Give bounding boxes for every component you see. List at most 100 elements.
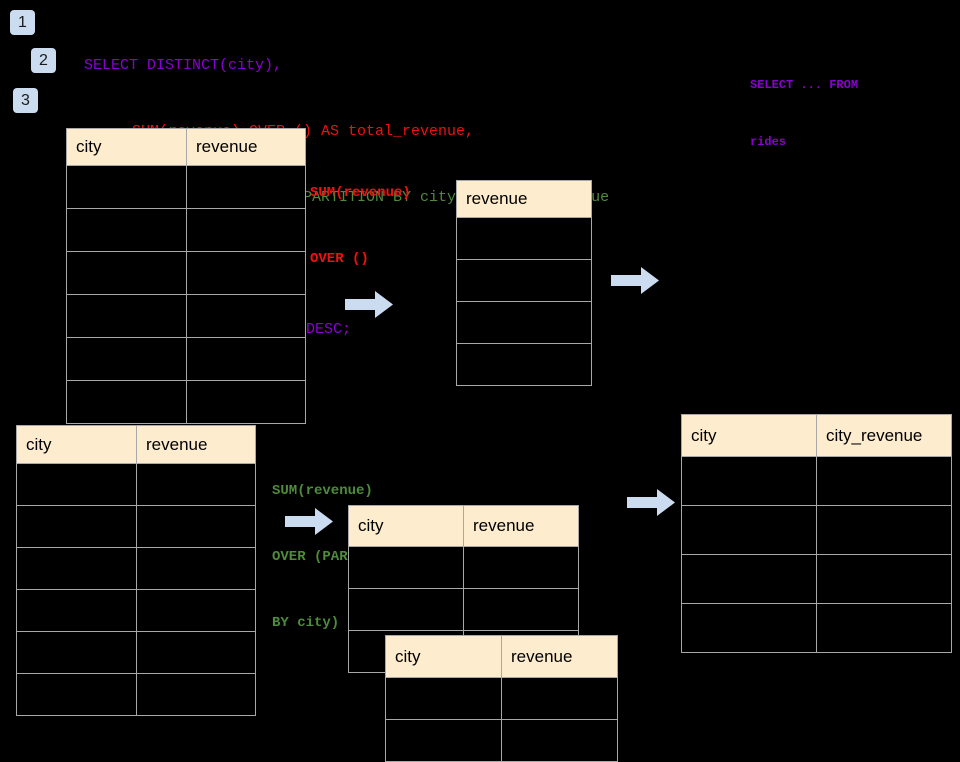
arrow-right-icon-bottom-left bbox=[285, 508, 333, 535]
cell-revenue bbox=[456, 259, 592, 302]
step-badge-2-label: 2 bbox=[39, 51, 48, 69]
table-row bbox=[16, 589, 256, 632]
annotation-sum-over-partition-line3: BY city) bbox=[272, 615, 340, 631]
diagram-canvas: 1 2 3 SELECT DISTINCT(city), SUM(revenue… bbox=[10, 10, 952, 762]
cell-revenue bbox=[136, 673, 256, 716]
sql-line-select: SELECT DISTINCT(city), bbox=[84, 57, 283, 74]
cell-city bbox=[16, 673, 137, 716]
table-header-row: city city_revenue bbox=[681, 414, 952, 457]
cell-city-revenue bbox=[816, 603, 952, 653]
cell-city bbox=[681, 603, 817, 653]
table-row bbox=[385, 719, 618, 762]
table-partition-group-b: city revenue bbox=[385, 635, 618, 762]
table-rides-source-top: city revenue bbox=[66, 128, 306, 424]
cell-revenue bbox=[186, 208, 306, 252]
column-header-revenue: revenue bbox=[186, 128, 306, 166]
table-row bbox=[456, 259, 592, 302]
cell-revenue bbox=[456, 217, 592, 260]
annotation-sum-over-partition-line1: SUM(revenue) bbox=[272, 483, 373, 499]
table-row bbox=[66, 208, 306, 252]
table-total-revenue: revenue bbox=[456, 180, 592, 386]
table-row bbox=[66, 294, 306, 338]
cell-city bbox=[66, 294, 187, 338]
select-from-rides-note-line2: rides bbox=[750, 135, 787, 149]
cell-city bbox=[16, 463, 137, 506]
table-row bbox=[348, 588, 579, 631]
cell-city bbox=[16, 547, 137, 590]
arrow-right-icon-top-right bbox=[611, 267, 659, 294]
cell-revenue bbox=[136, 589, 256, 632]
arrow-right-icon-bottom-right bbox=[627, 489, 675, 516]
cell-revenue bbox=[186, 251, 306, 295]
table-row bbox=[16, 505, 256, 548]
table-row bbox=[66, 251, 306, 295]
cell-city bbox=[16, 631, 137, 674]
cell-revenue bbox=[463, 588, 579, 631]
column-header-city: city bbox=[385, 635, 502, 678]
cell-city-revenue bbox=[816, 456, 952, 506]
cell-revenue bbox=[456, 301, 592, 344]
select-from-rides-note: SELECT ... FROM rides bbox=[750, 38, 858, 190]
cell-city-revenue bbox=[816, 505, 952, 555]
column-header-city-revenue: city_revenue bbox=[816, 414, 952, 457]
table-header-row: city revenue bbox=[348, 505, 579, 547]
cell-city bbox=[16, 505, 137, 548]
column-header-city: city bbox=[681, 414, 817, 457]
cell-city-revenue bbox=[816, 554, 952, 604]
table-row bbox=[681, 603, 952, 653]
cell-city bbox=[16, 589, 137, 632]
step-badge-1-label: 1 bbox=[18, 13, 27, 31]
annotation-sum-over-empty: SUM(revenue) OVER () bbox=[310, 138, 411, 314]
table-header-row: city revenue bbox=[385, 635, 618, 678]
step-badge-2: 2 bbox=[31, 48, 56, 73]
cell-revenue bbox=[186, 294, 306, 338]
table-row bbox=[66, 380, 306, 424]
column-header-revenue: revenue bbox=[501, 635, 618, 678]
cell-city bbox=[66, 380, 187, 424]
cell-city bbox=[385, 677, 502, 720]
cell-city bbox=[66, 251, 187, 295]
table-row bbox=[456, 301, 592, 344]
column-header-city: city bbox=[348, 505, 464, 547]
table-row bbox=[16, 463, 256, 506]
table-row bbox=[16, 631, 256, 674]
table-rides-source-bottom: city revenue bbox=[16, 425, 256, 716]
cell-revenue bbox=[456, 343, 592, 386]
cell-city bbox=[348, 546, 464, 589]
cell-city bbox=[66, 165, 187, 209]
annotation-sum-over-empty-line1: SUM(revenue) bbox=[310, 185, 411, 201]
cell-revenue bbox=[463, 546, 579, 589]
table-row bbox=[66, 337, 306, 381]
table-row bbox=[385, 677, 618, 720]
table-row bbox=[456, 217, 592, 260]
select-from-rides-note-line1: SELECT ... FROM bbox=[750, 78, 859, 92]
cell-city bbox=[681, 505, 817, 555]
cell-revenue bbox=[501, 677, 618, 720]
table-city-revenue-result: city city_revenue bbox=[681, 414, 952, 653]
step-badge-3-label: 3 bbox=[21, 91, 30, 109]
cell-revenue bbox=[186, 337, 306, 381]
cell-city bbox=[385, 719, 502, 762]
column-header-revenue: revenue bbox=[136, 425, 256, 464]
table-row bbox=[681, 554, 952, 604]
cell-city bbox=[681, 554, 817, 604]
annotation-sum-over-empty-line2: OVER () bbox=[310, 251, 369, 267]
cell-revenue bbox=[136, 463, 256, 506]
column-header-city: city bbox=[66, 128, 187, 166]
cell-revenue bbox=[501, 719, 618, 762]
cell-revenue bbox=[186, 380, 306, 424]
step-badge-3: 3 bbox=[13, 88, 38, 113]
table-header-row: city revenue bbox=[16, 425, 256, 464]
table-row bbox=[681, 456, 952, 506]
table-row bbox=[66, 165, 306, 209]
cell-revenue bbox=[136, 505, 256, 548]
table-header-row: city revenue bbox=[66, 128, 306, 166]
table-row bbox=[456, 343, 592, 386]
column-header-revenue: revenue bbox=[463, 505, 579, 547]
cell-revenue bbox=[136, 547, 256, 590]
table-row bbox=[681, 505, 952, 555]
table-row bbox=[16, 547, 256, 590]
cell-city bbox=[66, 337, 187, 381]
cell-city bbox=[348, 588, 464, 631]
column-header-city: city bbox=[16, 425, 137, 464]
